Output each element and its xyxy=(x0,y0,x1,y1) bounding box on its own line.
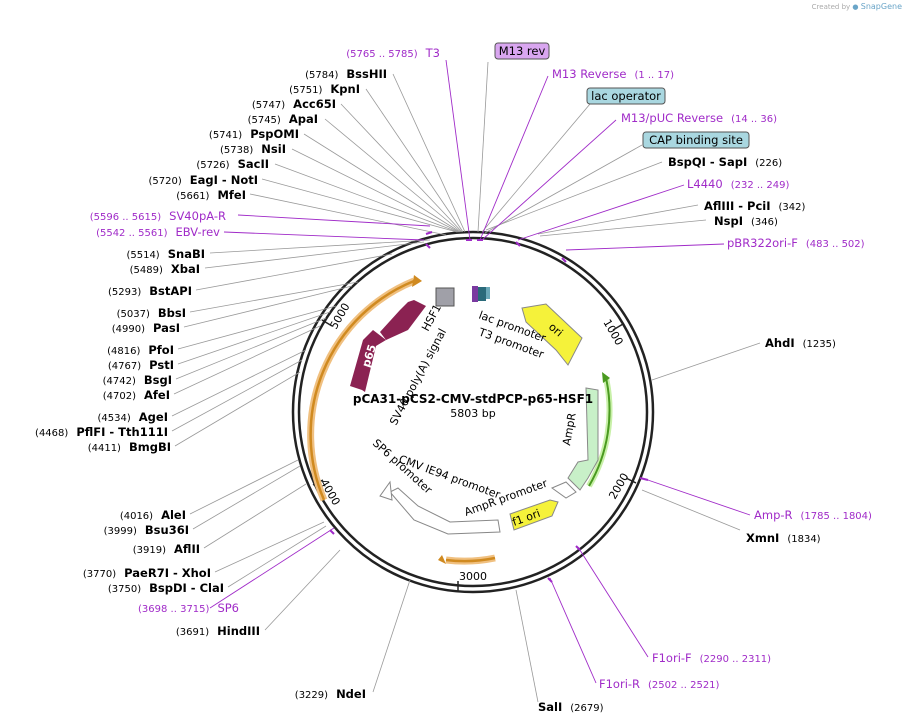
primer-m13-puc-reverse: M13/pUC Reverse(14 .. 36) xyxy=(621,111,777,125)
primer-amp-r: Amp-R(1785 .. 1804) xyxy=(754,508,872,522)
snapgene-credit: Created by ● SnapGene xyxy=(812,2,902,11)
tick-3000: 3000 xyxy=(459,570,487,583)
box-m13-rev: M13 rev xyxy=(499,44,546,58)
site-bbsi: (5037)BbsI xyxy=(117,306,186,320)
box-lac-operator: lac operator xyxy=(591,89,661,103)
site-apai: (5745)ApaI xyxy=(248,112,318,126)
feature-ampr-promoter xyxy=(550,481,577,499)
feature-ampr xyxy=(567,387,599,491)
site-xmni: XmnI(1834) xyxy=(746,531,821,545)
site-kpni: (5751)KpnI xyxy=(289,82,360,96)
site-afliii-pcii: AflIII - PciI(342) xyxy=(704,199,806,213)
site-aflii: (3919)AflII xyxy=(133,542,200,556)
primer-ebv-rev: (5542 .. 5561)EBV-rev xyxy=(96,225,220,239)
credit-brand: SnapGene xyxy=(860,2,902,11)
primer-pbr322ori-f: pBR322ori-F(483 .. 502) xyxy=(727,236,865,250)
site-agei: (4534)AgeI xyxy=(98,410,168,424)
site-hindiii: (3691)HindIII xyxy=(176,624,260,638)
site-pfoi: (4816)PfoI xyxy=(107,343,174,357)
feature-ori: ori xyxy=(521,303,583,366)
site-snabi: (5514)SnaBI xyxy=(126,247,205,261)
feature-lac-block xyxy=(472,286,490,302)
primer-t3: (5765 .. 5785)T3 xyxy=(346,46,440,60)
box-cap-binding-site: CAP binding site xyxy=(649,133,743,147)
primer-sp6: (3698 .. 3715)SP6 xyxy=(138,601,239,615)
site-sacii: (5726)SacII xyxy=(196,157,269,171)
feature-p65: p65 xyxy=(350,330,386,392)
plasmid-size: 5803 bp xyxy=(450,407,495,420)
primer-f1ori-r: F1ori-R(2502 .. 2521) xyxy=(599,677,720,691)
site-nsii: (5738)NsiI xyxy=(220,142,286,156)
site-pspomi: (5741)PspOMI xyxy=(209,127,299,141)
backbone-inner xyxy=(297,236,649,588)
site-sali: SalI(2679) xyxy=(538,700,604,714)
feature-ampr-label: AmpR xyxy=(560,412,579,447)
site-bspqi-sapi: BspQI - SapI(226) xyxy=(668,155,782,169)
site-afei: (4702)AfeI xyxy=(103,388,170,402)
site-acc65i: (5747)Acc65I xyxy=(252,97,336,111)
site-bstapi: (5293)BstAPI xyxy=(108,284,192,298)
primer-f1ori-f: F1ori-F(2290 .. 2311) xyxy=(652,651,771,665)
site-pasi: (4990)PasI xyxy=(112,321,180,335)
site-alei: (4016)AleI xyxy=(120,508,186,522)
site-bmgbi: (4411)BmgBI xyxy=(88,440,171,454)
feature-sv40-label: SV40 poly(A) signal xyxy=(387,326,449,427)
site-ndei: (3229)NdeI xyxy=(295,687,366,701)
primer-l4440: L4440(232 .. 249) xyxy=(687,177,789,191)
site-paer7i-xhoi: (3770)PaeR7I - XhoI xyxy=(83,566,211,580)
feature-hsf1 xyxy=(380,300,426,340)
site-bsu36i: (3999)Bsu36I xyxy=(104,523,189,537)
site-eagi-noti: (5720)EagI - NotI xyxy=(149,173,258,187)
credit-prefix: Created by xyxy=(811,3,851,11)
site-pflfi-tth111i: (4468)PflFI - Tth111I xyxy=(35,425,168,439)
primer-sv40pa-r: (5596 .. 5615)SV40pA-R xyxy=(90,209,226,223)
site-bsshii: (5784)BssHII xyxy=(305,67,387,81)
plasmid-name: pCA31-pCS2-CMV-stdPCP-p65-HSF1 xyxy=(353,392,593,406)
site-xbai: (5489)XbaI xyxy=(130,262,200,276)
site-nspi: NspI(346) xyxy=(714,214,778,228)
feature-cmv xyxy=(379,480,501,535)
backbone-outer xyxy=(291,230,655,594)
site-mfei: (5661)MfeI xyxy=(176,188,246,202)
site-bspdi-clai: (3750)BspDI - ClaI xyxy=(108,581,224,595)
site-bsgi: (4742)BsgI xyxy=(103,373,172,387)
tick-2000: 2000 xyxy=(606,471,631,502)
feature-f1-ori: f1 ori xyxy=(509,499,559,531)
primer-m13-reverse: M13 Reverse(1 .. 17) xyxy=(552,67,674,81)
site-psti: (4767)PstI xyxy=(108,358,174,372)
snapgene-logo-icon: ● xyxy=(852,3,859,11)
feature-sv40-block xyxy=(435,287,455,307)
site-ahdi: AhdI(1235) xyxy=(765,336,836,350)
